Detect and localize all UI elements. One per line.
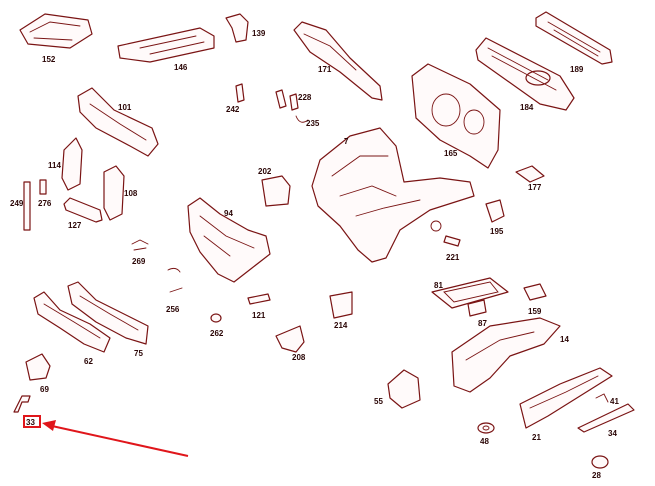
part-127 xyxy=(63,197,103,223)
part-34 xyxy=(577,403,635,433)
highlighted-callout-33: 33 xyxy=(23,415,41,428)
callout-121: 121 xyxy=(252,311,266,320)
part-28 xyxy=(591,455,609,469)
callout-55: 55 xyxy=(374,397,383,406)
part-249 xyxy=(23,181,31,231)
part-87 xyxy=(467,299,487,317)
part-171 xyxy=(293,21,383,101)
part-48 xyxy=(477,422,495,434)
part-269 xyxy=(131,239,149,251)
callout-34: 34 xyxy=(608,429,617,438)
part-184 xyxy=(475,37,575,111)
part-94 xyxy=(187,197,271,283)
callout-33: 33 xyxy=(26,418,35,427)
part-75 xyxy=(67,281,149,345)
callout-41: 41 xyxy=(610,397,619,406)
part-195 xyxy=(485,199,505,223)
callout-159: 159 xyxy=(528,307,542,316)
part-146 xyxy=(117,27,215,63)
callout-269: 269 xyxy=(132,257,146,266)
callout-221: 221 xyxy=(446,253,460,262)
callout-276: 276 xyxy=(38,199,52,208)
callout-195: 195 xyxy=(490,227,504,236)
part-121 xyxy=(247,293,271,305)
callout-14: 14 xyxy=(560,335,569,344)
part-152 xyxy=(19,13,93,49)
part-214 xyxy=(329,291,353,319)
callout-256: 256 xyxy=(166,305,180,314)
part-159 xyxy=(523,283,547,301)
part-21 xyxy=(519,367,613,429)
callout-7: 7 xyxy=(344,137,349,146)
part-256 xyxy=(167,267,183,293)
callout-75: 75 xyxy=(134,349,143,358)
part-262 xyxy=(210,313,222,323)
callout-208: 208 xyxy=(292,353,306,362)
part-62 xyxy=(33,291,111,353)
part-108 xyxy=(103,165,125,221)
part-276 xyxy=(39,179,47,195)
callout-228: 228 xyxy=(298,93,312,102)
callout-81: 81 xyxy=(434,281,443,290)
part-7 xyxy=(311,127,475,263)
part-208 xyxy=(275,325,305,353)
part-202 xyxy=(261,175,291,207)
part-139 xyxy=(225,13,249,43)
part-14 xyxy=(451,317,561,393)
callout-262: 262 xyxy=(210,329,224,338)
callout-94: 94 xyxy=(224,209,233,218)
callout-214: 214 xyxy=(334,321,348,330)
callout-146: 146 xyxy=(174,63,188,72)
part-33 xyxy=(13,395,31,413)
callout-87: 87 xyxy=(478,319,487,328)
callout-202: 202 xyxy=(258,167,272,176)
part-55 xyxy=(387,369,421,409)
callout-152: 152 xyxy=(42,55,56,64)
callout-139: 139 xyxy=(252,29,266,38)
part-189 xyxy=(535,11,613,65)
callout-177: 177 xyxy=(528,183,542,192)
highlight-box xyxy=(23,415,41,428)
part-235 xyxy=(295,115,309,123)
callout-235: 235 xyxy=(306,119,320,128)
callout-249: 249 xyxy=(10,199,24,208)
callout-62: 62 xyxy=(84,357,93,366)
part-69 xyxy=(25,353,51,381)
callout-28: 28 xyxy=(592,471,601,480)
part-221 xyxy=(443,235,461,247)
callout-114: 114 xyxy=(48,161,61,170)
part-114 xyxy=(61,137,83,191)
callout-127: 127 xyxy=(68,221,82,230)
part-165 xyxy=(411,63,501,169)
part-228 xyxy=(275,89,299,111)
part-177 xyxy=(515,165,545,183)
callout-108: 108 xyxy=(124,189,138,198)
callout-21: 21 xyxy=(532,433,541,442)
callout-48: 48 xyxy=(480,437,489,446)
callout-242: 242 xyxy=(226,105,240,114)
part-81 xyxy=(431,277,509,309)
callout-184: 184 xyxy=(520,103,534,112)
part-242 xyxy=(235,83,245,103)
part-41 xyxy=(595,393,609,403)
highlight-arrow xyxy=(42,420,189,457)
callout-69: 69 xyxy=(40,385,49,394)
callout-171: 171 xyxy=(318,65,332,74)
callout-101: 101 xyxy=(118,103,132,112)
callout-165: 165 xyxy=(444,149,458,158)
part-101 xyxy=(77,87,159,157)
callout-189: 189 xyxy=(570,65,584,74)
